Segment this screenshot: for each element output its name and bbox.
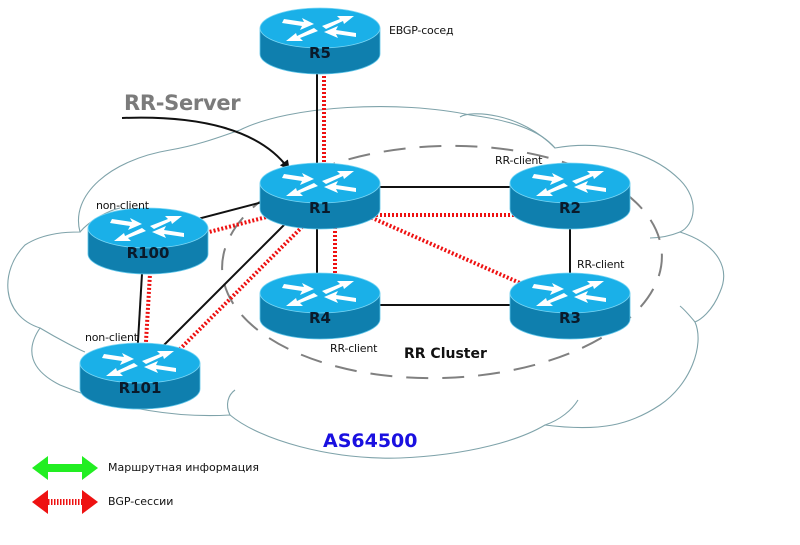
router-name-label: R2 — [559, 199, 581, 217]
router-r100[interactable]: R100 — [87, 207, 209, 275]
router-arrows-icon — [282, 171, 356, 196]
role-label-r4: RR-client — [330, 342, 378, 355]
as-number-label: AS64500 — [323, 430, 418, 452]
role-label-r3: RR-client — [577, 258, 625, 271]
as-cloud — [7, 106, 725, 459]
legend-route-info-label: Маршрутная информация — [108, 461, 259, 474]
rr-cluster-outline — [221, 144, 663, 380]
rr-cluster-label: RR Cluster — [404, 346, 487, 362]
router-r4[interactable]: R4 — [259, 272, 381, 340]
router-top — [259, 272, 381, 314]
router-top — [259, 7, 381, 49]
role-label-r2: RR-client — [495, 154, 543, 167]
role-label-r101: non-client — [85, 331, 138, 344]
router-top — [509, 162, 631, 204]
router-top — [259, 162, 381, 204]
router-r1[interactable]: R1 — [259, 162, 381, 230]
router-r2[interactable]: R2 — [509, 162, 631, 230]
rr-server-label: RR-Server — [124, 91, 241, 115]
router-arrows-icon — [282, 16, 356, 41]
router-arrows-icon — [532, 171, 606, 196]
router-r101[interactable]: R101 — [79, 342, 201, 410]
router-arrows-icon — [532, 281, 606, 306]
router-name-label: R5 — [309, 44, 331, 62]
router-arrows-icon — [102, 351, 176, 376]
router-name-label: R100 — [127, 244, 170, 262]
role-label-r5: EBGP-сосед — [389, 24, 454, 37]
router-top — [87, 207, 209, 249]
router-top — [509, 272, 631, 314]
router-name-label: R1 — [309, 199, 331, 217]
legend-route-info-icon — [32, 456, 98, 480]
rr-server-pointer-arrow — [121, 116, 290, 171]
router-r5[interactable]: R5 — [259, 7, 381, 75]
role-label-r100: non-client — [96, 199, 149, 212]
router-name-label: R3 — [559, 309, 581, 327]
legend-bgp-session-icon — [32, 490, 98, 514]
router-name-label: R101 — [119, 379, 162, 397]
router-arrows-icon — [110, 216, 184, 241]
router-arrows-icon — [282, 281, 356, 306]
router-r3[interactable]: R3 — [509, 272, 631, 340]
legend-bgp-session-label: BGP-сессии — [108, 495, 174, 508]
router-top — [79, 342, 201, 384]
router-name-label: R4 — [309, 309, 331, 327]
